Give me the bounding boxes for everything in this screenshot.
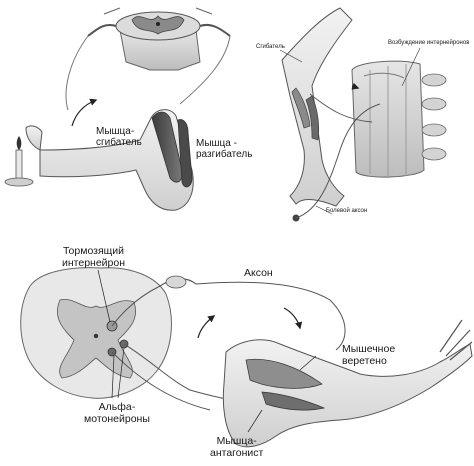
interneuron-excitation-label: Возбуждение интернейронов: [388, 40, 470, 46]
leg-illustration: [281, 7, 353, 222]
leg-flexor-label: Сгибатель: [256, 44, 285, 50]
muscle-spindle-label: Мышечное веретено: [342, 343, 396, 367]
rotation-arrow-right: [283, 307, 303, 330]
antagonist-muscle-label-line-2: антагонист: [210, 446, 264, 459]
inhibitory-interneuron-label: Тормозящий интернейрон: [62, 245, 126, 269]
movement-arrow-top: [71, 98, 98, 127]
nerve-path-top-left: [65, 35, 231, 111]
inhibitory-interneuron-label-line-1: Тормозящий: [62, 245, 125, 257]
label-leaders-top-right: [279, 47, 421, 215]
alpha-motoneurons-label: Альфа- мотонейроны: [84, 401, 150, 425]
axon-label: Аксон: [244, 267, 273, 279]
pain-axon-label: Болевой аксон: [326, 208, 368, 214]
extensor-muscle-label: Мышца - разгибатель: [196, 138, 252, 160]
muscle-spindle-label-line-2: веретено: [342, 354, 387, 367]
spinal-column-top-right: [351, 60, 447, 178]
rotation-arrow-left: [197, 315, 216, 339]
flexor-muscle-label-line-2: сгибатель: [96, 137, 142, 148]
antagonist-muscle-label: Мышца- антагонист: [210, 435, 264, 459]
inhibitory-interneuron-label-line-2: интернейрон: [62, 256, 126, 269]
alpha-motoneurons-label-line-1: Альфа-: [98, 401, 136, 413]
flexor-muscle-label: Мышца- сгибатель: [96, 126, 142, 148]
spinal-cord-cross-section: [20, 267, 172, 399]
candle-icon: [4, 136, 34, 187]
extensor-muscle-label-line-1: Мышца -: [196, 138, 237, 149]
muscle-spindle-label-line-1: Мышечное: [342, 343, 396, 355]
spinal-cord-segment-top: [87, 7, 231, 71]
arm-flexion-top: [25, 109, 194, 211]
extensor-muscle-label-line-2: разгибатель: [196, 149, 253, 160]
alpha-motoneurons-label-line-2: мотонейроны: [84, 412, 150, 425]
antagonist-muscle-label-line-1: Мышца-: [216, 435, 257, 447]
flexor-muscle-label-line-1: Мышца-: [96, 126, 135, 137]
nerve-path-top-right: [295, 82, 381, 219]
arm-illustration-bottom: [222, 319, 473, 448]
label-leaders-bottom: [97, 269, 317, 433]
